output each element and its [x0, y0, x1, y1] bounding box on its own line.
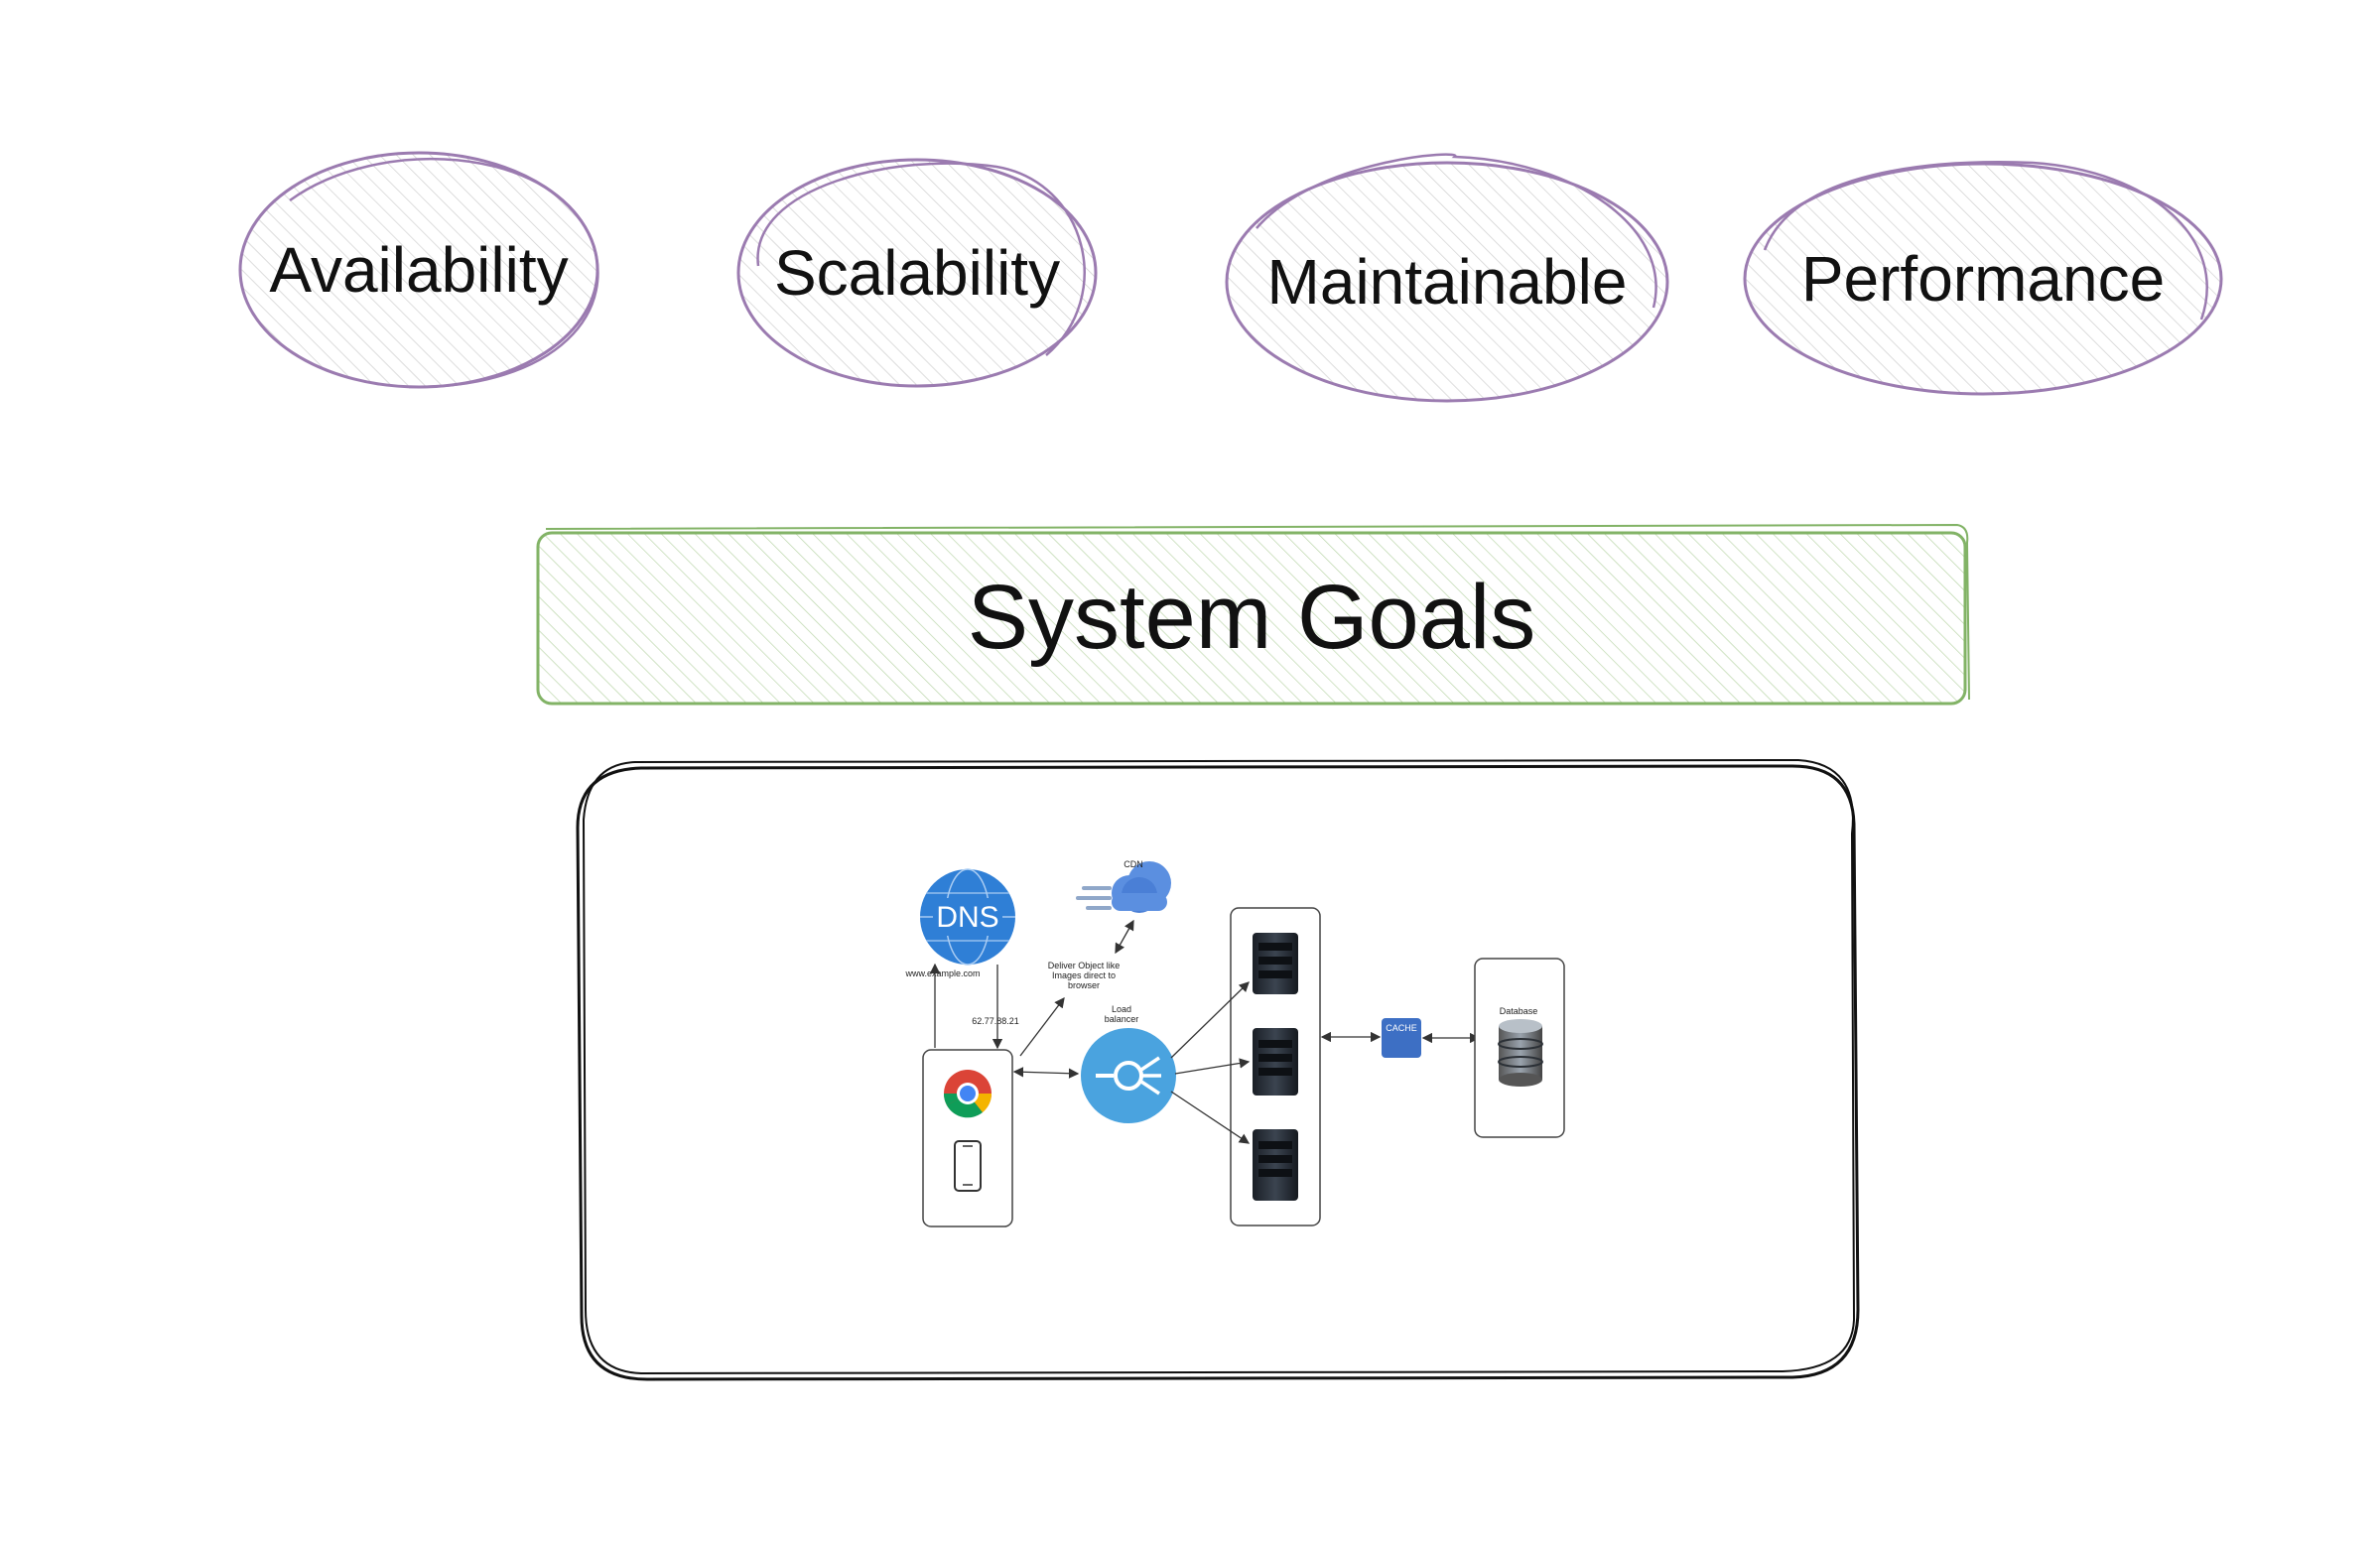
client-lb-arrow: [1012, 1067, 1080, 1079]
mobile-phone-icon: [954, 1140, 982, 1192]
cdn-cloud-icon: [1076, 861, 1171, 913]
banner-title: System Goals: [967, 566, 1536, 668]
dns-globe-icon: [920, 868, 1015, 966]
dns-domain-text: www.example.com: [904, 968, 980, 978]
goal-label: Availability: [269, 234, 569, 306]
goal-oval-scalability: [736, 158, 1098, 388]
server-rack-icon: [1253, 1129, 1298, 1201]
architecture-frame: [572, 754, 1862, 1389]
load-balancer-icon: [1081, 1028, 1176, 1123]
server-rack-icon: [1253, 1028, 1298, 1096]
frame-outline: [576, 758, 1860, 1381]
cdn-note-line3: browser: [1068, 980, 1100, 990]
banner-box: [536, 523, 1970, 706]
goal-performance: Performance: [1735, 151, 2231, 407]
client-to-cdn-arrow: [1019, 996, 1065, 1057]
cdn-arrow: [1115, 919, 1134, 955]
cdn-note-line1: Deliver Object like: [1048, 961, 1121, 970]
cache-icon: [1382, 1018, 1421, 1058]
lb-server3-arrow: [1170, 1091, 1251, 1144]
dns-ip-text: 62.77.88.21: [972, 1016, 1019, 1026]
goal-scalability: Scalability: [728, 147, 1106, 399]
cdn-label: CDN: [1124, 859, 1143, 869]
lb-server2-arrow: [1174, 1058, 1251, 1075]
dns-label: DNS: [936, 901, 998, 934]
goal-oval-performance: [1743, 161, 2223, 396]
goal-maintainable: Maintainable: [1217, 149, 1677, 415]
lb-server1-arrow: [1170, 981, 1250, 1059]
server-rack-icon: [1253, 933, 1298, 994]
cdn-note-line2: Images direct to: [1052, 970, 1116, 980]
lb-label-line1: Load: [1112, 1004, 1131, 1014]
database-label: Database: [1500, 1006, 1538, 1016]
cache-label: CACHE: [1386, 1023, 1417, 1033]
goal-label: Performance: [1800, 243, 2166, 315]
database-cylinder-icon: [1498, 1019, 1543, 1087]
goal-label: Maintainable: [1266, 246, 1628, 318]
lb-label-line2: balancer: [1105, 1014, 1139, 1024]
goal-availability: Availability: [230, 141, 607, 399]
goal-oval-availability: [238, 151, 599, 389]
system-goals-banner: System Goals: [532, 523, 1971, 711]
goal-label: Scalability: [773, 237, 1061, 309]
chrome-icon: [943, 1070, 992, 1118]
goal-oval-maintainable: [1225, 153, 1669, 403]
